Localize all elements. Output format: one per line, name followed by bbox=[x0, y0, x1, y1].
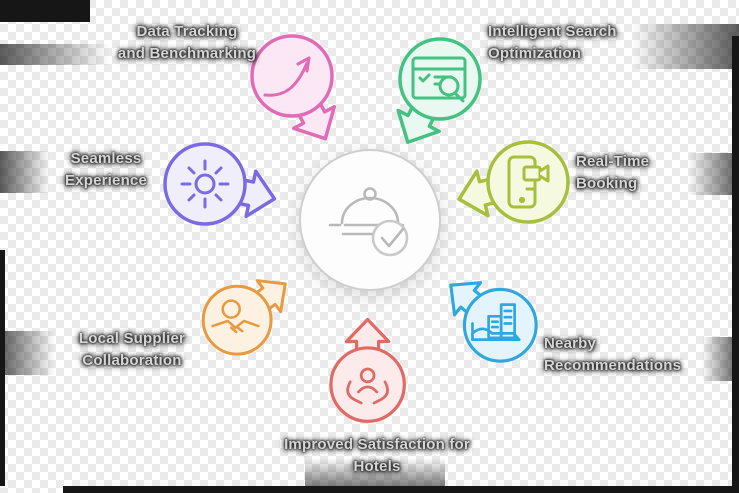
handshake-icon bbox=[211, 299, 260, 334]
label-guest-satisfaction: Improved Satisfaction for Hotels bbox=[277, 434, 477, 478]
person-care-icon bbox=[346, 367, 389, 405]
label-local-supplier-collaboration: Local Supplier Collaboration bbox=[58, 328, 206, 372]
label-line: Intelligent Search bbox=[488, 23, 617, 40]
label-line: Seamless bbox=[70, 150, 142, 167]
node-guest-satisfaction bbox=[308, 317, 441, 458]
trend-up-arrow-icon bbox=[263, 56, 311, 97]
node-intelligent-search bbox=[375, 14, 520, 159]
label-line: Recommendations bbox=[544, 357, 682, 374]
artifact-smear bbox=[0, 331, 55, 375]
label-nearby-recommendations: Nearby Recommendations bbox=[544, 333, 729, 377]
label-line: and Benchmarking bbox=[117, 45, 257, 62]
label-data-tracking: Data Tracking and Benchmarking bbox=[87, 21, 287, 65]
node-data-tracking bbox=[227, 11, 372, 156]
label-intelligent-search: Intelligent Search Optimization bbox=[488, 21, 673, 65]
label-line: Optimization bbox=[488, 45, 582, 62]
node-real-time-booking bbox=[457, 117, 608, 262]
artifact-bar bbox=[0, 250, 5, 486]
label-line: Local Supplier bbox=[78, 330, 186, 347]
label-line: Booking bbox=[576, 175, 638, 192]
artifact-bar bbox=[63, 486, 739, 493]
node-seamless-experience bbox=[140, 119, 285, 264]
mobile-video-icon bbox=[507, 155, 550, 209]
node-local-supplier-collaboration bbox=[182, 265, 305, 388]
label-line: Hotels bbox=[353, 458, 401, 475]
browser-search-icon bbox=[411, 56, 467, 103]
label-line: Nearby bbox=[544, 335, 597, 352]
label-line: Data Tracking bbox=[136, 23, 238, 40]
label-line: Real-Time bbox=[576, 153, 650, 170]
artifact-bar bbox=[732, 36, 739, 486]
label-real-time-booking: Real-Time Booking bbox=[576, 151, 716, 195]
sun-icon bbox=[180, 159, 230, 209]
label-line: Improved Satisfaction for bbox=[284, 436, 470, 453]
node-nearby-recommendations bbox=[442, 267, 572, 397]
city-hotel-icon bbox=[471, 303, 521, 341]
label-line: Collaboration bbox=[82, 352, 182, 369]
room-service-cloche-check-icon bbox=[328, 187, 409, 257]
center-node-room-service bbox=[297, 147, 443, 293]
artifact-bar bbox=[0, 0, 90, 22]
label-line: Experience bbox=[64, 172, 148, 189]
label-seamless-experience: Seamless Experience bbox=[42, 148, 170, 192]
